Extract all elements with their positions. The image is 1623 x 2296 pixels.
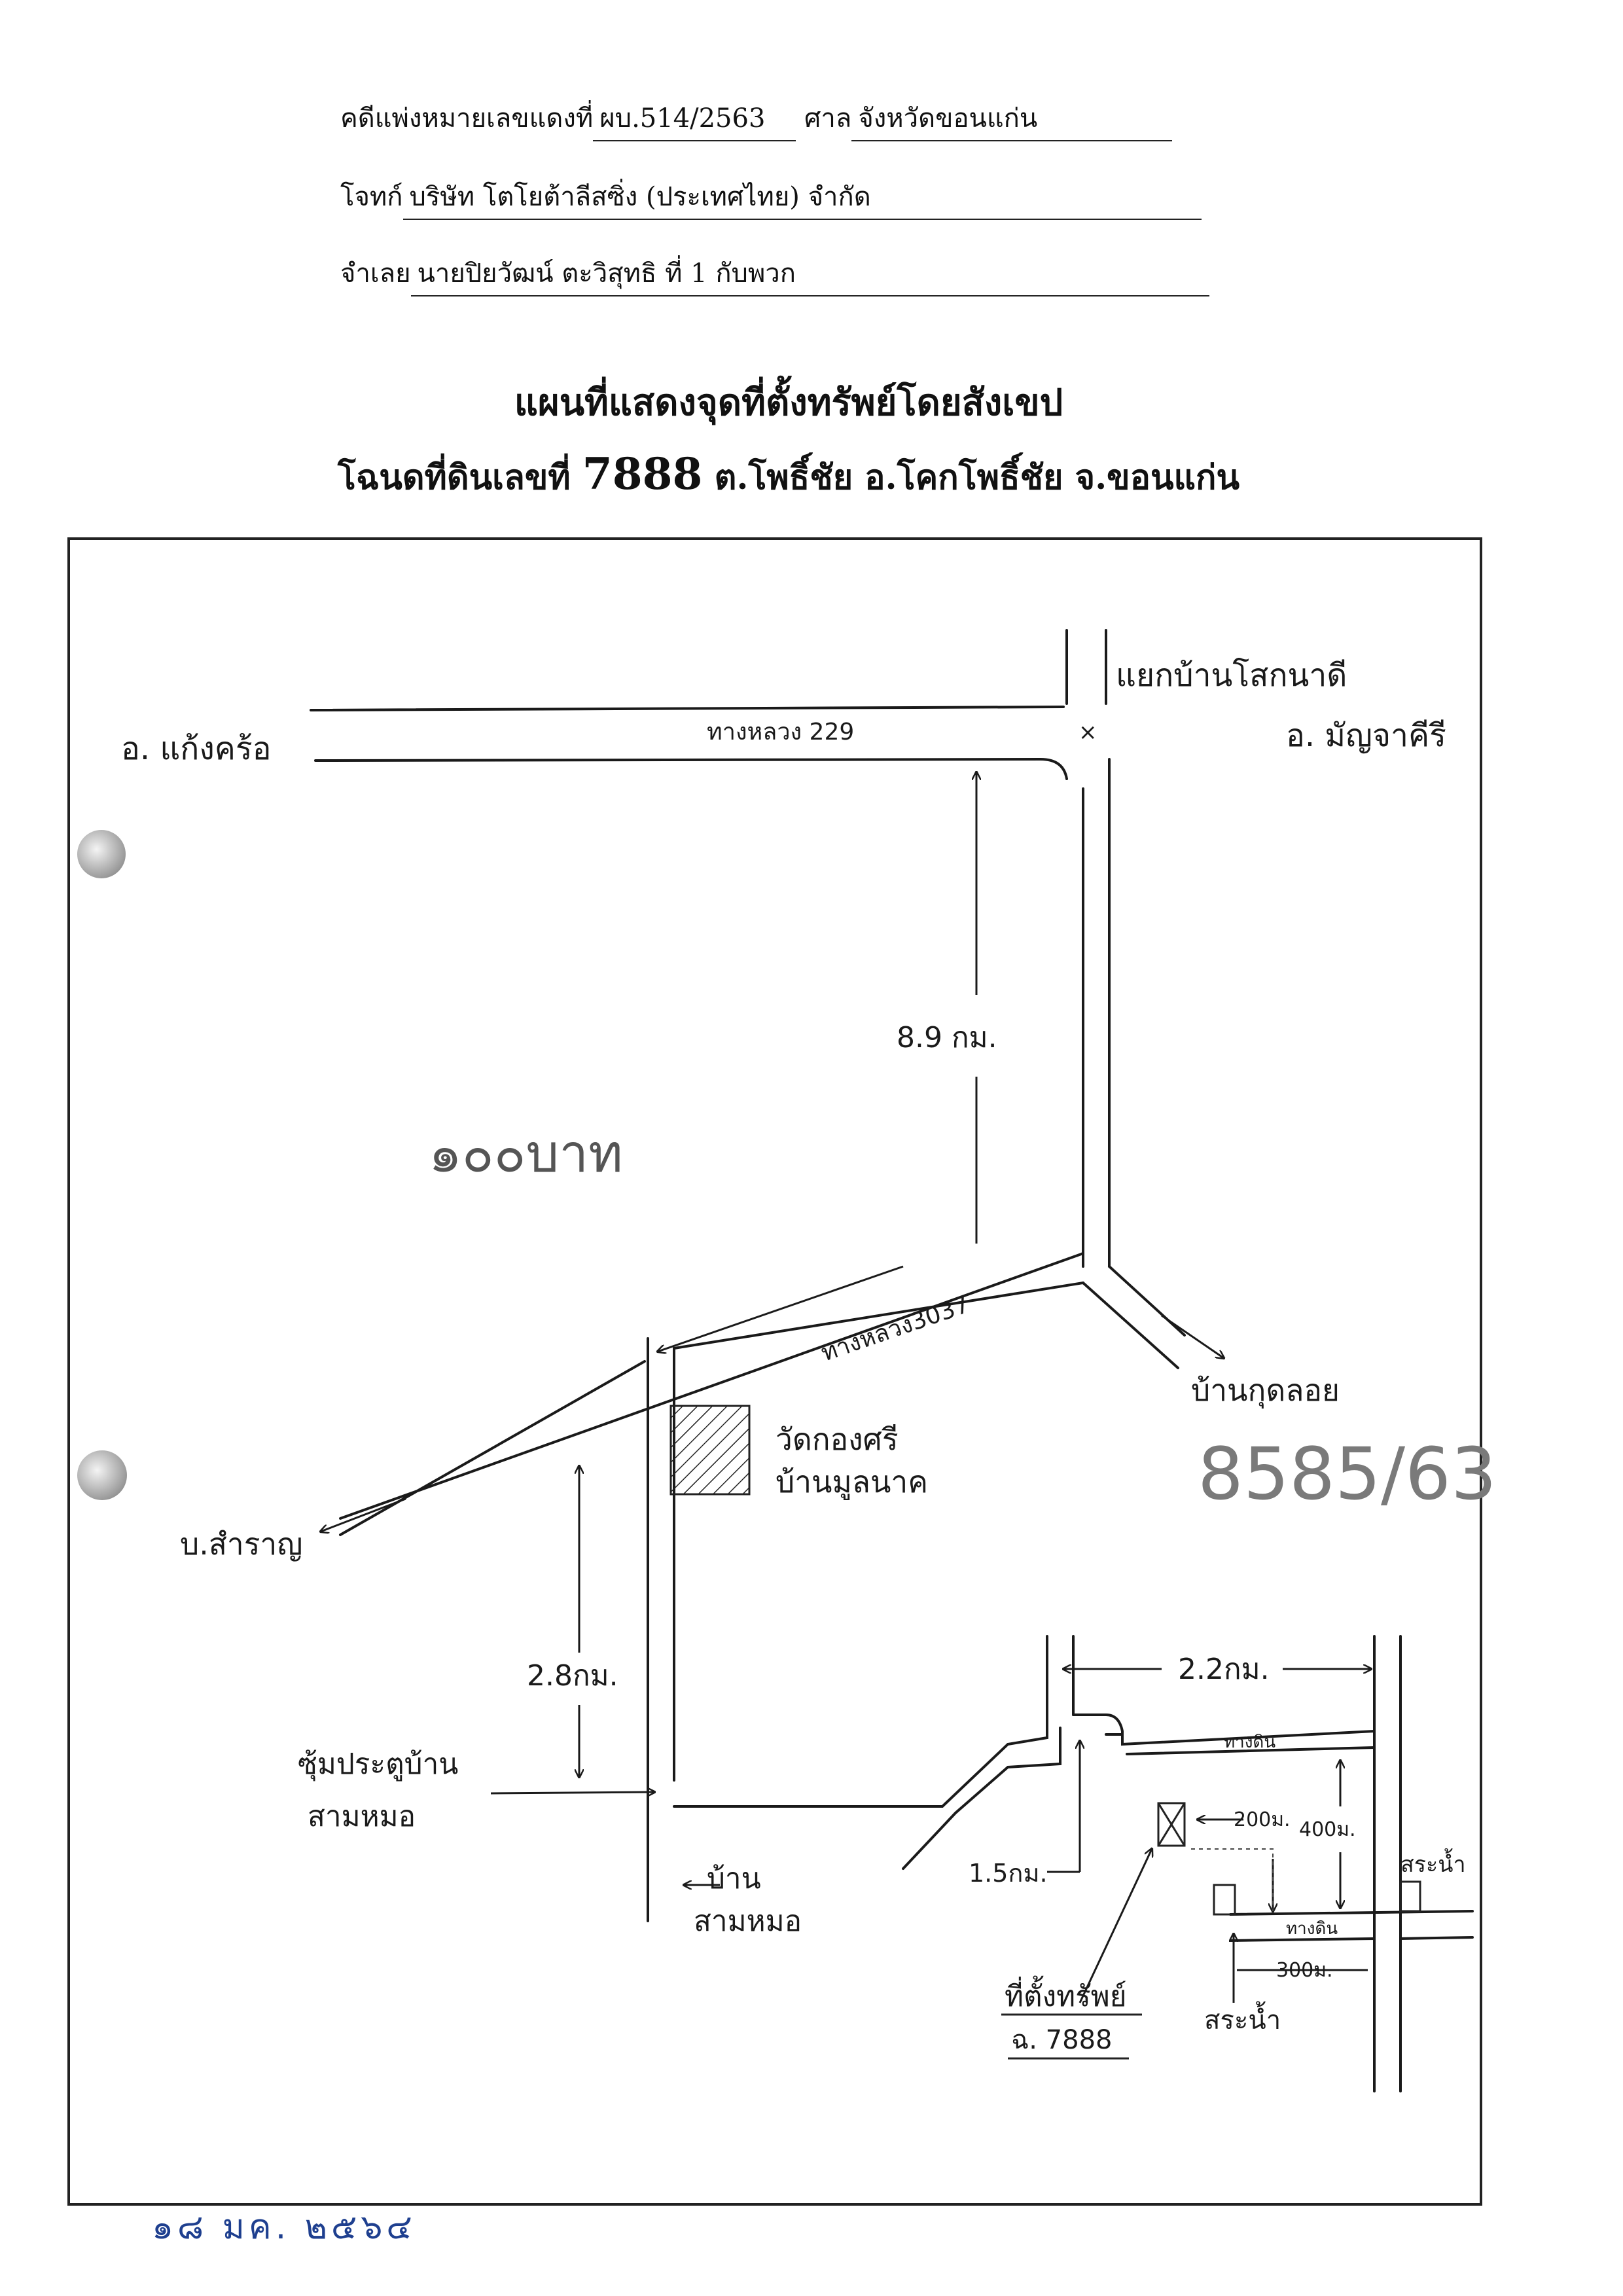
east-destination: อ. มัญจาคีรี — [1286, 717, 1446, 754]
property-plot-x2 — [1157, 1803, 1186, 1846]
handwritten-date: ๑๘ มค. ๒๕๖๔ — [152, 2208, 416, 2247]
deed-location: ต.โพธิ์ชัย อ.โคกโพธิ์ชัย จ.ขอนแก่น — [714, 457, 1240, 497]
dist-8-9-label: 8.9 กม. — [897, 1021, 997, 1054]
plot-boundary — [1191, 1848, 1274, 1911]
deed-prefix: โฉนดที่ดินเลขที่ — [337, 457, 571, 497]
pond-label-east: สระน้ำ — [1400, 1848, 1466, 1878]
temple-name: วัดกองศรี — [776, 1422, 899, 1457]
ban-kut-loei-label: บ้านกุดลอย — [1191, 1372, 1340, 1409]
defendant-name: นายปิยวัฒน์ ตะวิสุทธิ ที่ 1 กับพวก — [410, 252, 1209, 296]
lower-dirt-road — [1229, 1910, 1474, 1942]
ban-sa-ran-label: บ.สำราญ — [180, 1526, 302, 1562]
temple-village: บ้านมูลนาค — [776, 1464, 928, 1500]
junction-road — [1065, 629, 1111, 1268]
case-reference: 8585/63 — [1198, 1432, 1497, 1516]
dirt-road — [1072, 1713, 1376, 1755]
plaintiff-name: บริษัท โตโยต้าลีสซิ่ง (ประเทศไทย) จำกัด — [402, 175, 1202, 220]
plaintiff-line: โจทก์บริษัท โตโยต้าลีสซิ่ง (ประเทศไทย) จ… — [340, 175, 1202, 220]
punch-hole-bottom — [77, 1450, 127, 1500]
ban-sam-mo-label-1: บ้าน — [707, 1862, 761, 1895]
defendant-label: จำเลย — [340, 259, 411, 289]
dist-400-label: 400ม. — [1299, 1818, 1356, 1841]
dirt-road-label-1: ทางดิน — [1224, 1732, 1275, 1752]
property-deed-label: ฉ. 7888 — [1011, 2025, 1112, 2055]
east-road — [1373, 1635, 1402, 2092]
property-label: ที่ตั้งทรัพย์ — [1005, 1975, 1126, 2013]
junction-label: แยกบ้านโสกนาดี — [1116, 657, 1347, 694]
local-road — [673, 1713, 1061, 1870]
gate-label-2: สามหมอ — [308, 1800, 416, 1833]
highway-3037-label: ทางหลวง3037 — [818, 1291, 973, 1367]
local-road-vertical — [1046, 1635, 1075, 1716]
court-name: จังหวัดขอนแก่น — [851, 97, 1173, 141]
dist-2-8-label: 2.8กม. — [527, 1659, 618, 1693]
highway-229-label: ทางหลวง 229 — [707, 719, 854, 745]
dirt-road-label-2: ทางดิน — [1286, 1919, 1338, 1939]
property-pointer — [1079, 1849, 1152, 2003]
deed-number: 7888 — [582, 448, 703, 499]
case-label: คดีแพ่งหมายเลขแดงที่ — [340, 103, 594, 134]
temple-hatched — [669, 1405, 751, 1496]
highway-229-road — [310, 706, 1068, 780]
dist-2-2-label: 2.2กม. — [1178, 1653, 1270, 1686]
junction-mark: × — [1079, 719, 1097, 745]
ban-sa-ran-arrow — [321, 1498, 406, 1532]
property-plot — [1157, 1802, 1186, 1847]
gate-label-1: ซุ้มประตูบ้าน — [298, 1748, 458, 1782]
hwy-3037-arrow — [658, 1265, 904, 1352]
stamp-scribble: ๑๐๐บาท — [429, 1123, 623, 1184]
highway-3037-road — [339, 1252, 1084, 1536]
dist-1-5-label: 1.5กม. — [969, 1859, 1048, 1888]
ban-kut-loei-arrow — [1161, 1314, 1224, 1358]
pond-label-south: สระน้ำ — [1204, 2001, 1281, 2036]
defendant-line: จำเลยนายปิยวัฒน์ ตะวิสุทธิ ที่ 1 กับพวก — [340, 252, 1209, 296]
punch-hole-top — [77, 830, 126, 878]
pond-box-2 — [1399, 1880, 1421, 1912]
deed-subtitle: โฉนดที่ดินเลขที่ 7888 ต.โพธิ์ชัย อ.โคกโพ… — [0, 448, 1577, 504]
ban-sam-mo-label-2: สามหมอ — [694, 1905, 802, 1938]
plaintiff-label: โจทก์ — [340, 182, 403, 212]
dist-200-label: 200ม. — [1234, 1808, 1291, 1831]
case-number: ผบ.514/2563 — [593, 97, 796, 141]
pond-box-1 — [1213, 1884, 1236, 1916]
case-number-line: คดีแพ่งหมายเลขแดงที่ผบ.514/2563 ศาลจังหว… — [340, 97, 1173, 141]
west-destination: อ. แก้งคร้อ — [121, 730, 272, 767]
gate-arrow — [490, 1792, 654, 1793]
map-title: แผนที่แสดงจุดที่ตั้งทรัพย์โดยสังเขป — [514, 381, 1063, 424]
dist-300-label: 300ม. — [1276, 1959, 1333, 1982]
map-frame — [67, 537, 1482, 2206]
road-to-ban-kut-loei — [1082, 1265, 1186, 1369]
court-label: ศาล — [804, 103, 852, 134]
